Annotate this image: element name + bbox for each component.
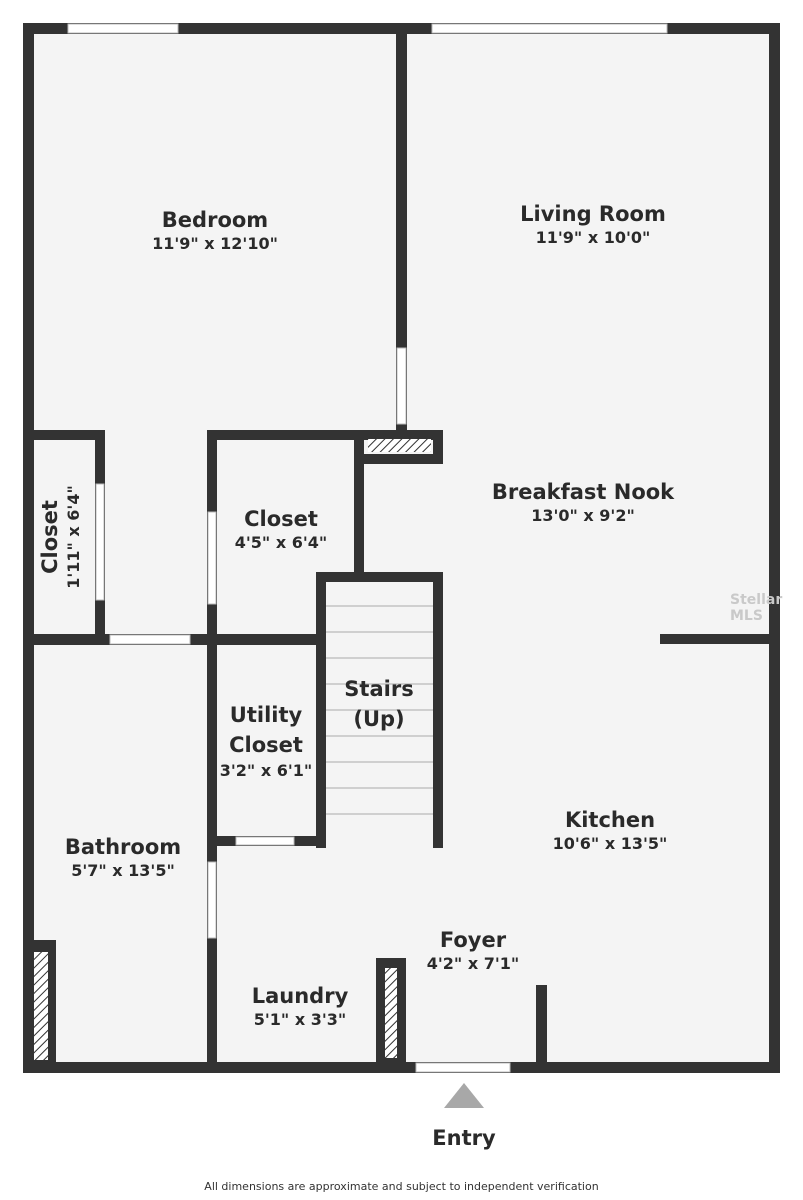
stairs-area <box>321 578 438 840</box>
closet-left-label: Closet 1'11" x 6'4" <box>37 485 85 589</box>
hatch-fixture-top <box>368 439 431 452</box>
utility-line2: Closet <box>229 733 303 757</box>
living-room-label: Living Room 11'9" x 10'0" <box>520 201 666 249</box>
room-name: Living Room <box>520 202 666 226</box>
room-dims: 13'0" x 9'2" <box>531 506 635 525</box>
room-dims: 4'2" x 7'1" <box>426 954 520 973</box>
room-name: Bathroom <box>64 835 182 859</box>
room-dims: 3'2" x 6'1" <box>219 761 313 780</box>
room-dims: 1'11" x 6'4" <box>64 485 83 589</box>
room-dims: 10'6" x 13'5" <box>552 834 668 853</box>
room-name: Foyer <box>439 928 507 952</box>
stair-treads <box>326 605 433 815</box>
stairs-label: Stairs (Up) <box>344 674 413 734</box>
stairs-line1: Stairs <box>344 677 414 701</box>
room-dims: 4'5" x 6'4" <box>234 533 328 552</box>
utility-closet-label: Utility Closet 3'2" x 6'1" <box>220 700 312 782</box>
kitchen-label: Kitchen 10'6" x 13'5" <box>553 807 668 855</box>
entry-label: Entry <box>432 1126 496 1150</box>
breakfast-nook-label: Breakfast Nook 13'0" x 9'2" <box>492 479 674 527</box>
room-name: Closet <box>244 507 318 531</box>
openings <box>67 23 668 1073</box>
bedroom-label: Bedroom 11'9" x 12'10" <box>152 207 278 255</box>
utility-line1: Utility <box>229 703 303 727</box>
room-name: Closet <box>38 500 62 574</box>
room-name: Bedroom <box>161 208 269 232</box>
watermark: Stellar MLS <box>730 592 783 624</box>
foyer-label: Foyer 4'2" x 7'1" <box>427 927 519 975</box>
room-dims: 11'9" x 12'10" <box>152 234 278 253</box>
entry-arrow-icon <box>444 1083 484 1108</box>
stairs-line2: (Up) <box>353 707 405 731</box>
room-dims: 5'7" x 13'5" <box>71 861 175 880</box>
room-name: Breakfast Nook <box>491 480 675 504</box>
room-dims: 5'1" x 3'3" <box>253 1010 347 1029</box>
room-dims: 11'9" x 10'0" <box>535 228 651 247</box>
disclaimer: All dimensions are approximate and subje… <box>204 1180 599 1193</box>
room-name: Kitchen <box>564 808 656 832</box>
hatch-fixture-bath <box>34 952 48 1060</box>
room-name: Laundry <box>251 984 349 1008</box>
laundry-label: Laundry 5'1" x 3'3" <box>252 983 349 1031</box>
closet-center-label: Closet 4'5" x 6'4" <box>235 506 327 554</box>
bathroom-label: Bathroom 5'7" x 13'5" <box>65 834 181 882</box>
hatch-fixture-laundry <box>385 968 397 1058</box>
